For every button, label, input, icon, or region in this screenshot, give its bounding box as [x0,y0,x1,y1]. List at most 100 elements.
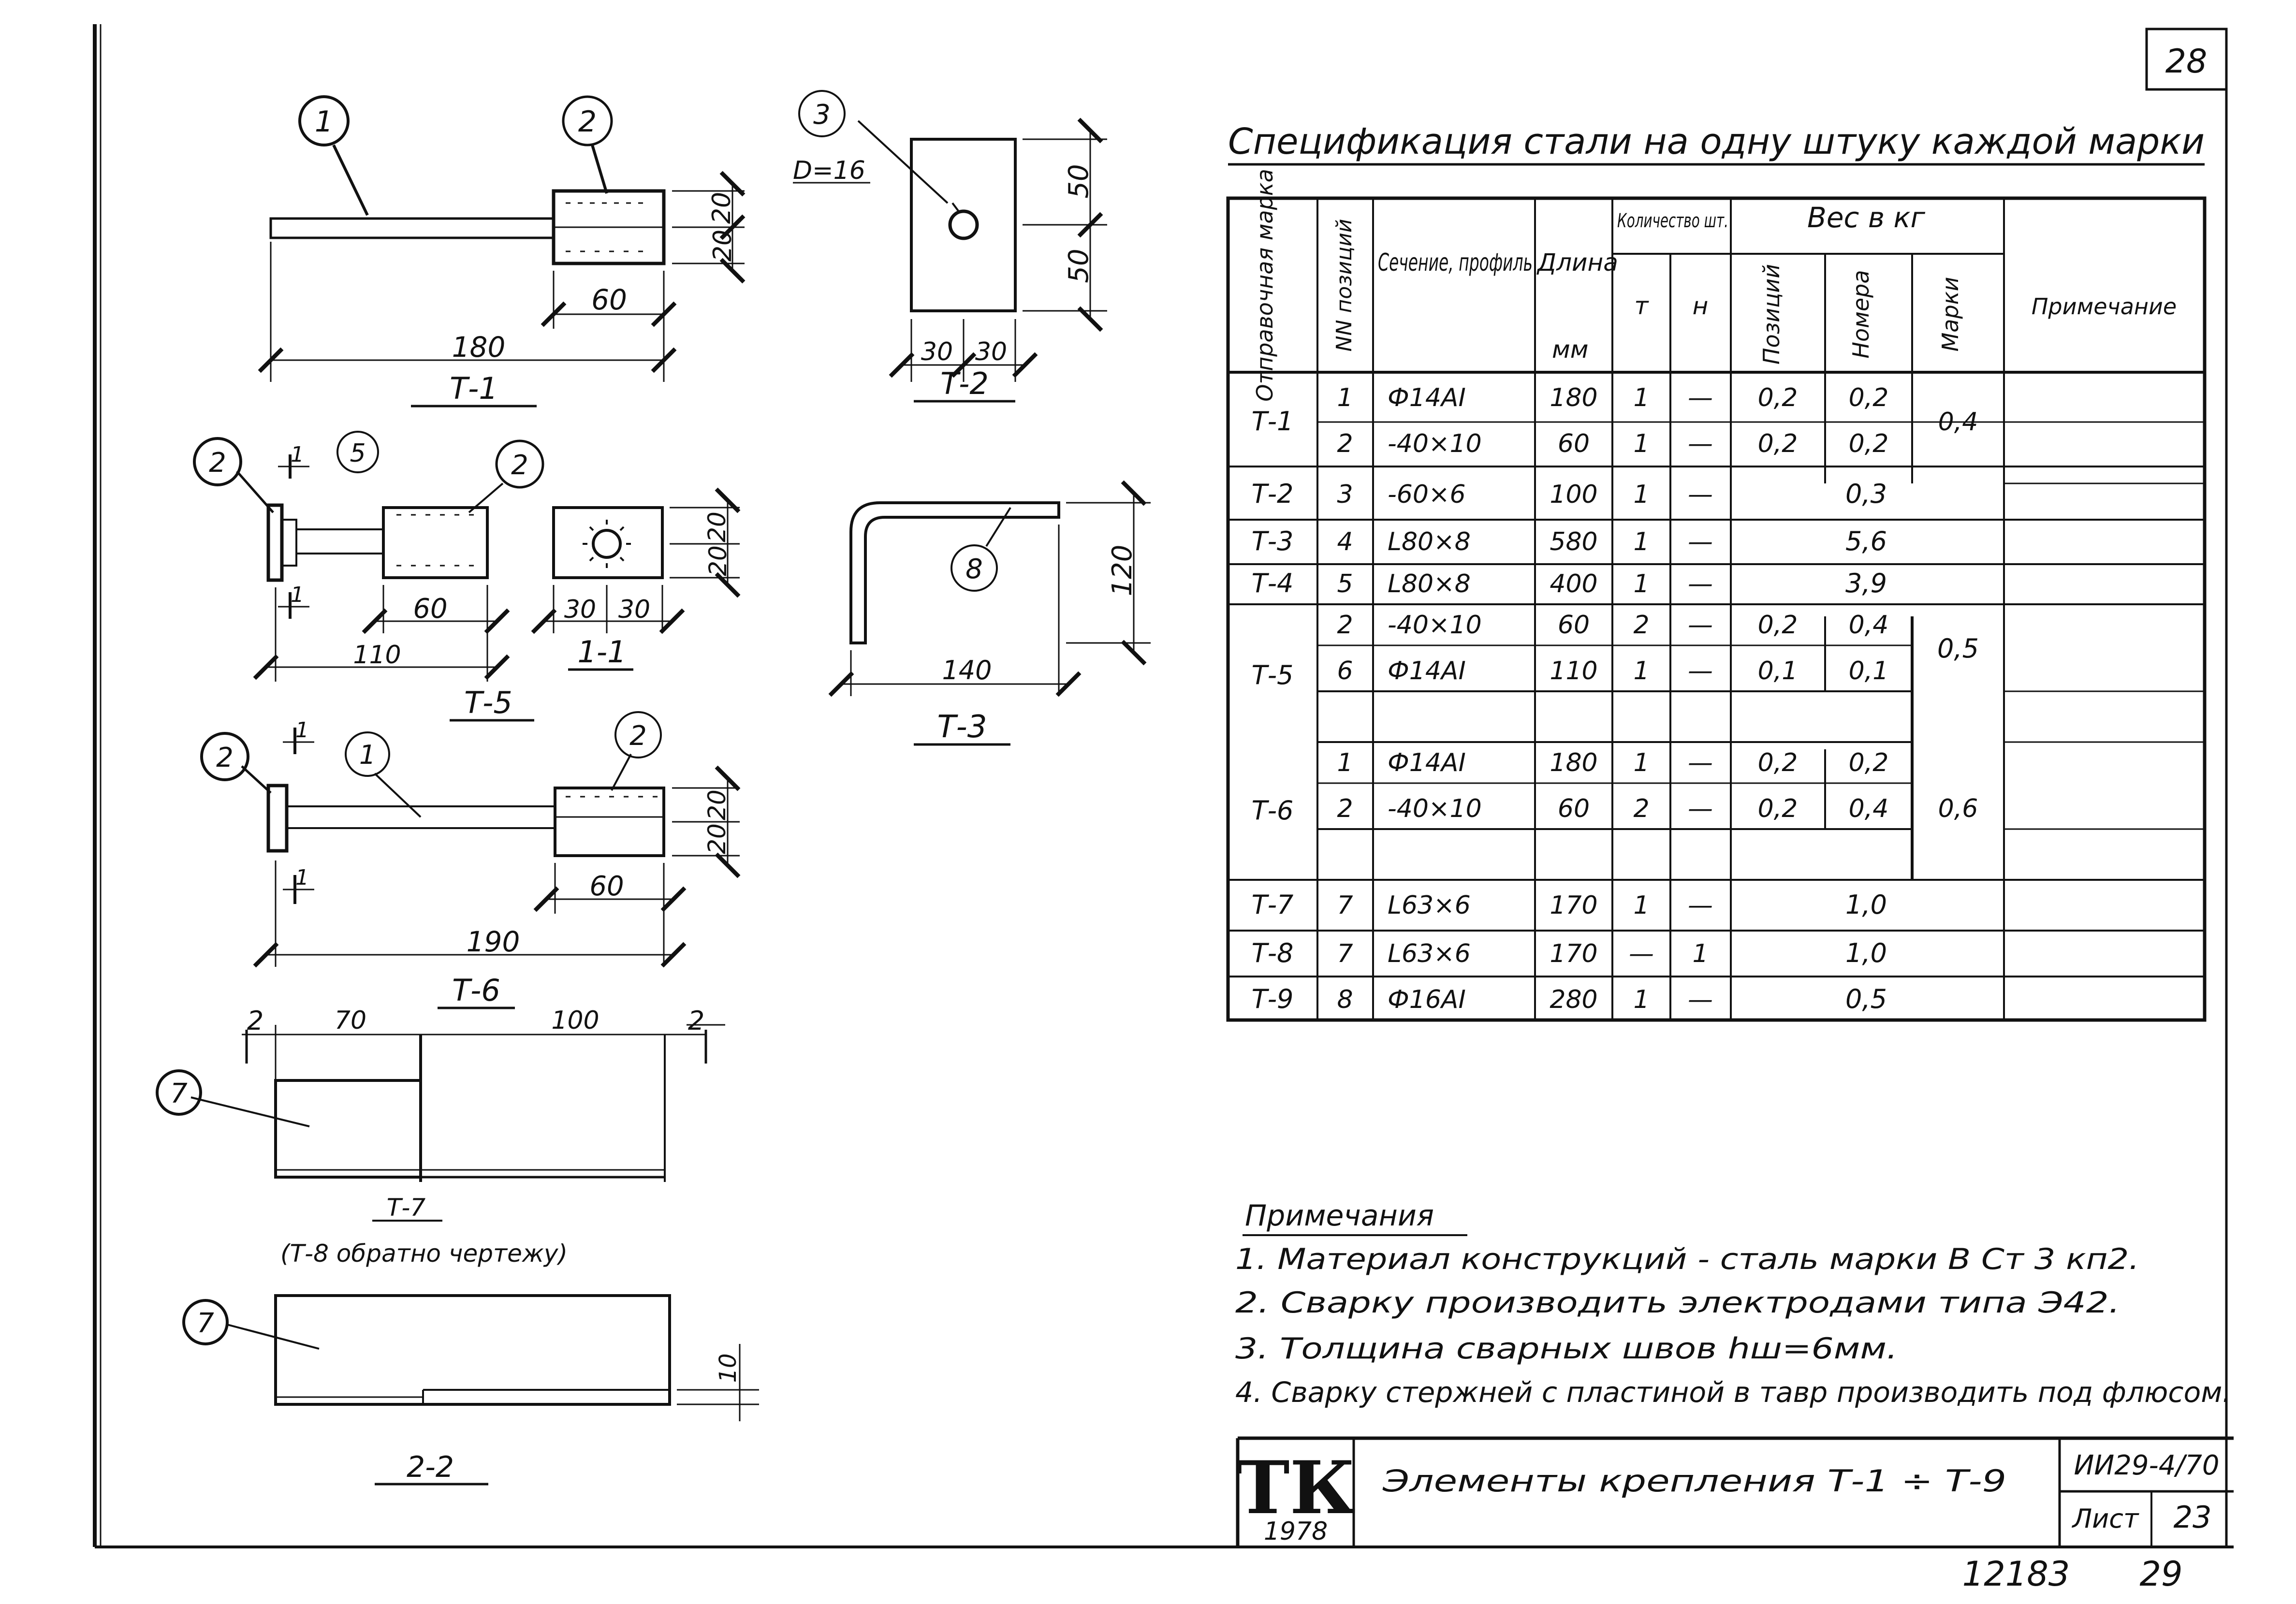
t5-section-mark-bottom: 1 [291,583,304,607]
title-year: 1978 [1264,1517,1328,1546]
hdr-qty-t: т [1634,292,1649,320]
table-cell: 180 [1550,383,1597,412]
row-mark-t3: Т-3 [1252,526,1294,556]
table-cell: 1 [1633,985,1649,1014]
hdr-qty: Количество шт. [1617,210,1728,232]
hdr-qty-n: н [1693,292,1709,320]
sheet-number: 28 [2165,43,2208,81]
table-cell: 60 [1558,794,1590,823]
table-cell: 0,1 [1758,656,1798,685]
sheet-no: 23 [2174,1500,2212,1535]
t5-callout-5: 5 [336,431,379,473]
svg-text:2: 2 [216,742,234,773]
row-mark-t8: Т-8 [1252,938,1294,968]
t2-callout: 3 [798,90,846,137]
t7-callout: 7 [156,1069,202,1116]
spec-table-grid [1226,196,2207,1022]
table-cell: 580 [1550,527,1597,556]
table-cell: 0,2 [1849,383,1889,412]
t5-callout-2b: 2 [495,439,544,489]
hdr-length-unit: мм [1552,335,1588,364]
table-cell: 2 [1633,794,1649,823]
table-cell: L63×6 [1388,891,1471,920]
t3-dim-height: 120 [1107,545,1138,597]
table-cell: 0,2 [1758,794,1798,823]
hdr-weight: Вес в кг [1807,201,1925,234]
table-cell: 180 [1550,748,1597,777]
table-cell: -40×10 [1388,611,1482,640]
t5-caption: Т-5 [464,685,512,720]
svg-text:7: 7 [170,1078,188,1109]
table-cell: 7 [1337,939,1353,968]
t6-plate [554,787,665,857]
t1-callout-1: 1 [298,95,350,146]
table-cell: — [1688,985,1713,1014]
table-cell: Ф14АI [1388,383,1466,412]
table-cell: 1,0 [1845,889,1887,920]
drawing-t7 [190,1024,725,1222]
sec11-caption: 1-1 [577,634,626,670]
table-cell: 60 [1558,611,1590,640]
table-cell: — [1688,891,1713,920]
svg-text:2: 2 [629,720,647,752]
t6-dim-total: 190 [467,925,520,958]
hdr-mark: Отправочная марка [1252,169,1278,402]
tk-logo: ТК [1236,1445,1356,1531]
t3-bent-rod [849,501,1060,644]
table-cell: 3 [1337,480,1353,509]
t2-caption: Т-2 [940,366,989,401]
table-cell: 1 [1337,383,1353,412]
t2-dim-h2: 50 [1063,248,1095,283]
sec11-dim-w2: 30 [618,595,650,624]
svg-text:8: 8 [965,554,983,585]
drawing-t1 [258,144,745,408]
t2-dim-w2: 30 [975,337,1007,366]
table-cell: — [1688,569,1713,598]
t5-callout-2a: 2 [193,437,242,486]
row-mark-t1: Т-1 [1252,406,1294,437]
hdr-note: Примечание [2032,293,2177,320]
table-cell: 3,9 [1845,568,1887,598]
table-cell: 100 [1550,480,1597,509]
table-cell: 0,5 [1845,984,1887,1014]
svg-text:1: 1 [359,740,376,770]
table-cell: 5 [1337,569,1353,598]
table-cell: 0,4 [1938,408,1978,437]
drawing-t3 [828,480,1151,746]
t7-flange-a [274,1079,422,1179]
table-cell: 0,2 [1758,429,1798,458]
t1-dim-plate: 60 [591,283,627,316]
table-cell: 60 [1558,429,1590,458]
table-cell: 0,4 [1849,611,1889,640]
table-cell: 1 [1633,748,1649,777]
sec11-dim-w1: 30 [564,595,596,624]
t6-callout-1: 1 [345,731,390,777]
sec22-dim-thickness: 10 [715,1353,742,1383]
row-mark-t6: Т-6 [1252,795,1294,826]
table-cell: 4 [1337,527,1353,556]
note-4: 4. Сварку стержней с пластиной в тавр пр… [1235,1376,2231,1409]
table-cell: 110 [1550,656,1597,685]
t5-section-marks [278,454,309,619]
table-cell: 400 [1550,569,1597,598]
table-cell: 0,3 [1845,479,1887,509]
table-cell: 0,2 [1758,383,1798,412]
t6-dim-h1: 20 [703,789,731,820]
t6-section-mark-bottom: 1 [295,865,309,890]
hdr-pos: NN позиций [1332,219,1357,352]
t1-dim-h2: 20 [708,230,737,262]
svg-text:7: 7 [197,1308,214,1339]
table-cell: 280 [1550,985,1597,1014]
t7-dim-w1: 70 [335,1006,366,1035]
t7-caption: Т-7 [387,1194,426,1222]
drawing-title: Элементы крепления Т-1 ÷ Т-9 [1382,1463,2006,1499]
table-cell: L80×8 [1388,569,1471,598]
t6-dim-h2: 20 [703,823,731,854]
table-cell: 2 [1337,611,1353,640]
sheet-label: Лист [2072,1503,2139,1534]
hdr-section: Сечение, профиль [1378,248,1533,277]
table-cell: -40×10 [1388,794,1482,823]
table-cell: 0,1 [1849,656,1889,685]
table-cell: 0,5 [1937,633,1979,664]
